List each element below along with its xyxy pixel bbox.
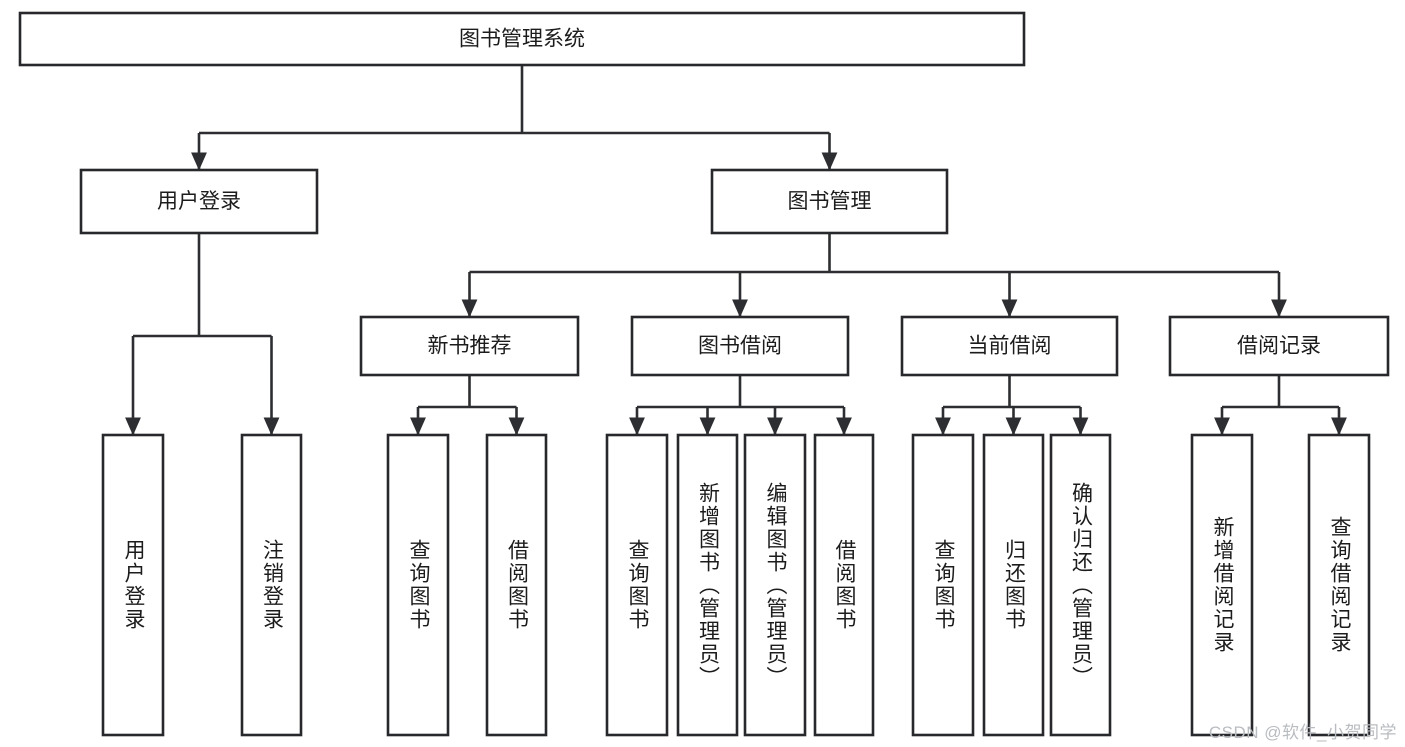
boxes-layer [18,11,1390,737]
node-box-book-management[interactable] [710,168,949,235]
node-label-user-login: 用户登录 [157,190,241,213]
node-box-leaf-query-book-recommend[interactable] [386,433,450,737]
node-box-leaf-edit-book[interactable] [743,433,807,737]
connectors-layer [124,65,1348,436]
node-box-leaf-borrow-book[interactable] [813,433,875,737]
node-box-leaf-add-borrow-record[interactable] [1190,433,1254,737]
node-box-leaf-confirm-return[interactable] [1049,433,1112,737]
node-box-leaf-logout[interactable] [240,433,303,737]
node-box-leaf-add-book[interactable] [676,433,739,737]
node-box-leaf-user-login[interactable] [101,433,165,737]
node-label-new-book-recommend: 新书推荐 [428,335,512,358]
node-box-leaf-borrow-book-recommend[interactable] [485,433,548,737]
node-box-new-book-recommend[interactable] [359,315,580,377]
csdn-watermark: CSDN @软件_小贺同学 [1208,723,1397,742]
node-label-root: 图书管理系统 [459,28,585,51]
node-box-leaf-return-book[interactable] [982,433,1045,737]
node-box-root[interactable] [18,11,1026,67]
node-box-user-login[interactable] [79,168,319,235]
node-box-current-borrow[interactable] [900,315,1119,377]
node-box-leaf-query-book-current[interactable] [911,433,975,737]
node-label-book-borrow: 图书借阅 [698,335,782,358]
node-box-borrow-record[interactable] [1168,315,1390,377]
node-box-book-borrow[interactable] [630,315,850,377]
node-box-leaf-query-borrow-record[interactable] [1307,433,1371,737]
node-label-book-management: 图书管理 [788,190,872,213]
node-box-leaf-query-book-borrow[interactable] [605,433,669,737]
node-label-current-borrow: 当前借阅 [968,335,1052,358]
node-label-borrow-record: 借阅记录 [1237,335,1321,358]
